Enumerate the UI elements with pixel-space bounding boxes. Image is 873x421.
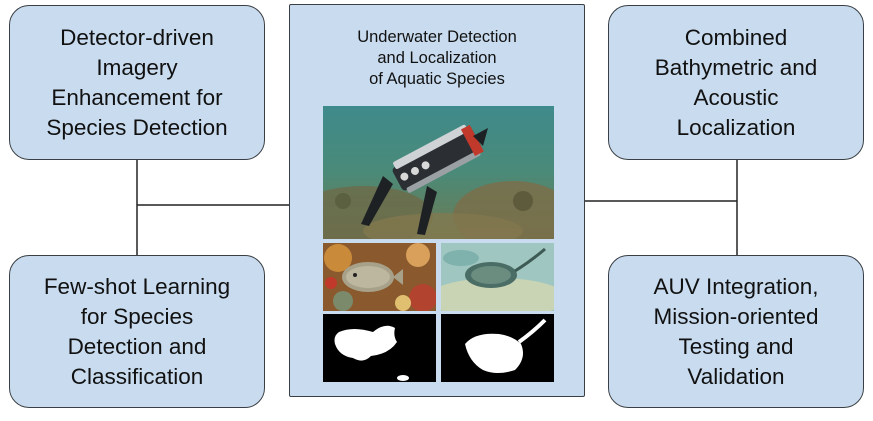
center-box-aquatic-species: Underwater Detection and Localization of… xyxy=(289,4,585,397)
box-line: Acoustic xyxy=(693,84,779,110)
box-imagery-enhancement: Detector-driven Imagery Enhancement for … xyxy=(9,5,265,160)
box-line: Mission-oriented xyxy=(653,303,819,329)
box-line: Bathymetric and xyxy=(654,54,818,80)
box-line: Enhancement for xyxy=(51,84,223,110)
box-line: Combined xyxy=(684,24,788,50)
auv-photo xyxy=(323,106,554,239)
box-line: Classification xyxy=(70,363,204,389)
fish-photo xyxy=(323,243,436,311)
center-title-line: of Aquatic Species xyxy=(369,70,505,88)
stingray-mask xyxy=(441,314,554,382)
box-line: Localization xyxy=(676,114,796,140)
box-auv-integration: AUV Integration, Mission-oriented Testin… xyxy=(608,255,864,408)
box-line: Imagery xyxy=(96,54,178,80)
stingray-photo xyxy=(441,243,554,311)
box-line: for Species xyxy=(80,303,194,329)
box-line: Validation xyxy=(687,363,785,389)
center-title: Underwater Detection and Localization of… xyxy=(290,27,584,90)
box-line: Detector-driven xyxy=(60,24,214,50)
box-line: Detection and xyxy=(67,333,207,359)
box-line: Species Detection xyxy=(46,114,228,140)
box-line: Testing and xyxy=(678,333,794,359)
box-few-shot-learning: Few-shot Learning for Species Detection … xyxy=(9,255,265,408)
box-line: Few-shot Learning xyxy=(43,273,231,299)
box-line: AUV Integration, xyxy=(653,273,819,299)
center-title-line: Underwater Detection xyxy=(357,28,517,46)
fish-mask xyxy=(323,314,436,382)
box-acoustic-localization: Combined Bathymetric and Acoustic Locali… xyxy=(608,5,864,160)
center-title-line: and Localization xyxy=(377,49,497,67)
